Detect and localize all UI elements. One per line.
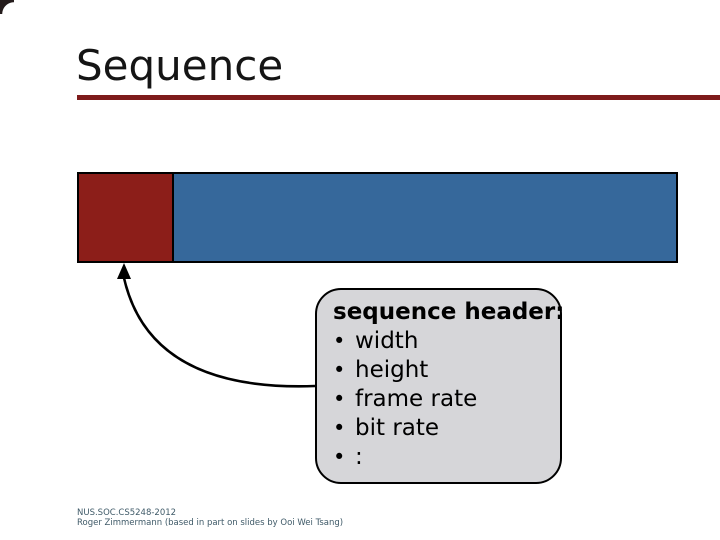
title-underline [77, 95, 720, 100]
callout-item-ellipsis: • : [333, 443, 554, 472]
callout-title: sequence header: [333, 299, 565, 325]
bullet-icon: • [333, 387, 346, 411]
callout-item-width: • width [333, 327, 554, 356]
callout-item-frame-rate: • frame rate [333, 385, 554, 414]
sequence-header-segment [79, 174, 174, 261]
callout-item-bit-rate: • bit rate [333, 414, 554, 443]
corner-notch-decoration [0, 0, 14, 14]
sequence-body-segment [174, 174, 676, 261]
callout-item-label: frame rate [355, 386, 478, 412]
sequence-bar [77, 172, 678, 263]
sequence-header-callout: sequence header: • width • height • fram… [315, 288, 565, 484]
callout-item-label: bit rate [355, 415, 440, 441]
bullet-icon: • [333, 358, 346, 382]
callout-item-label: : [355, 444, 363, 470]
page-title: Sequence [76, 41, 284, 90]
footer-course-code: NUS.SOC.CS5248-2012 [77, 508, 177, 518]
bullet-icon: • [333, 329, 346, 353]
bullet-icon: • [333, 416, 346, 440]
bullet-icon: • [333, 445, 346, 469]
footer-author-credit: Roger Zimmermann (based in part on slide… [77, 518, 344, 528]
callout-item-label: height [355, 357, 429, 383]
callout-item-height: • height [333, 356, 554, 385]
footer: NUS.SOC.CS5248-2012 Roger Zimmermann (ba… [77, 508, 343, 528]
callout-item-label: width [355, 328, 419, 354]
